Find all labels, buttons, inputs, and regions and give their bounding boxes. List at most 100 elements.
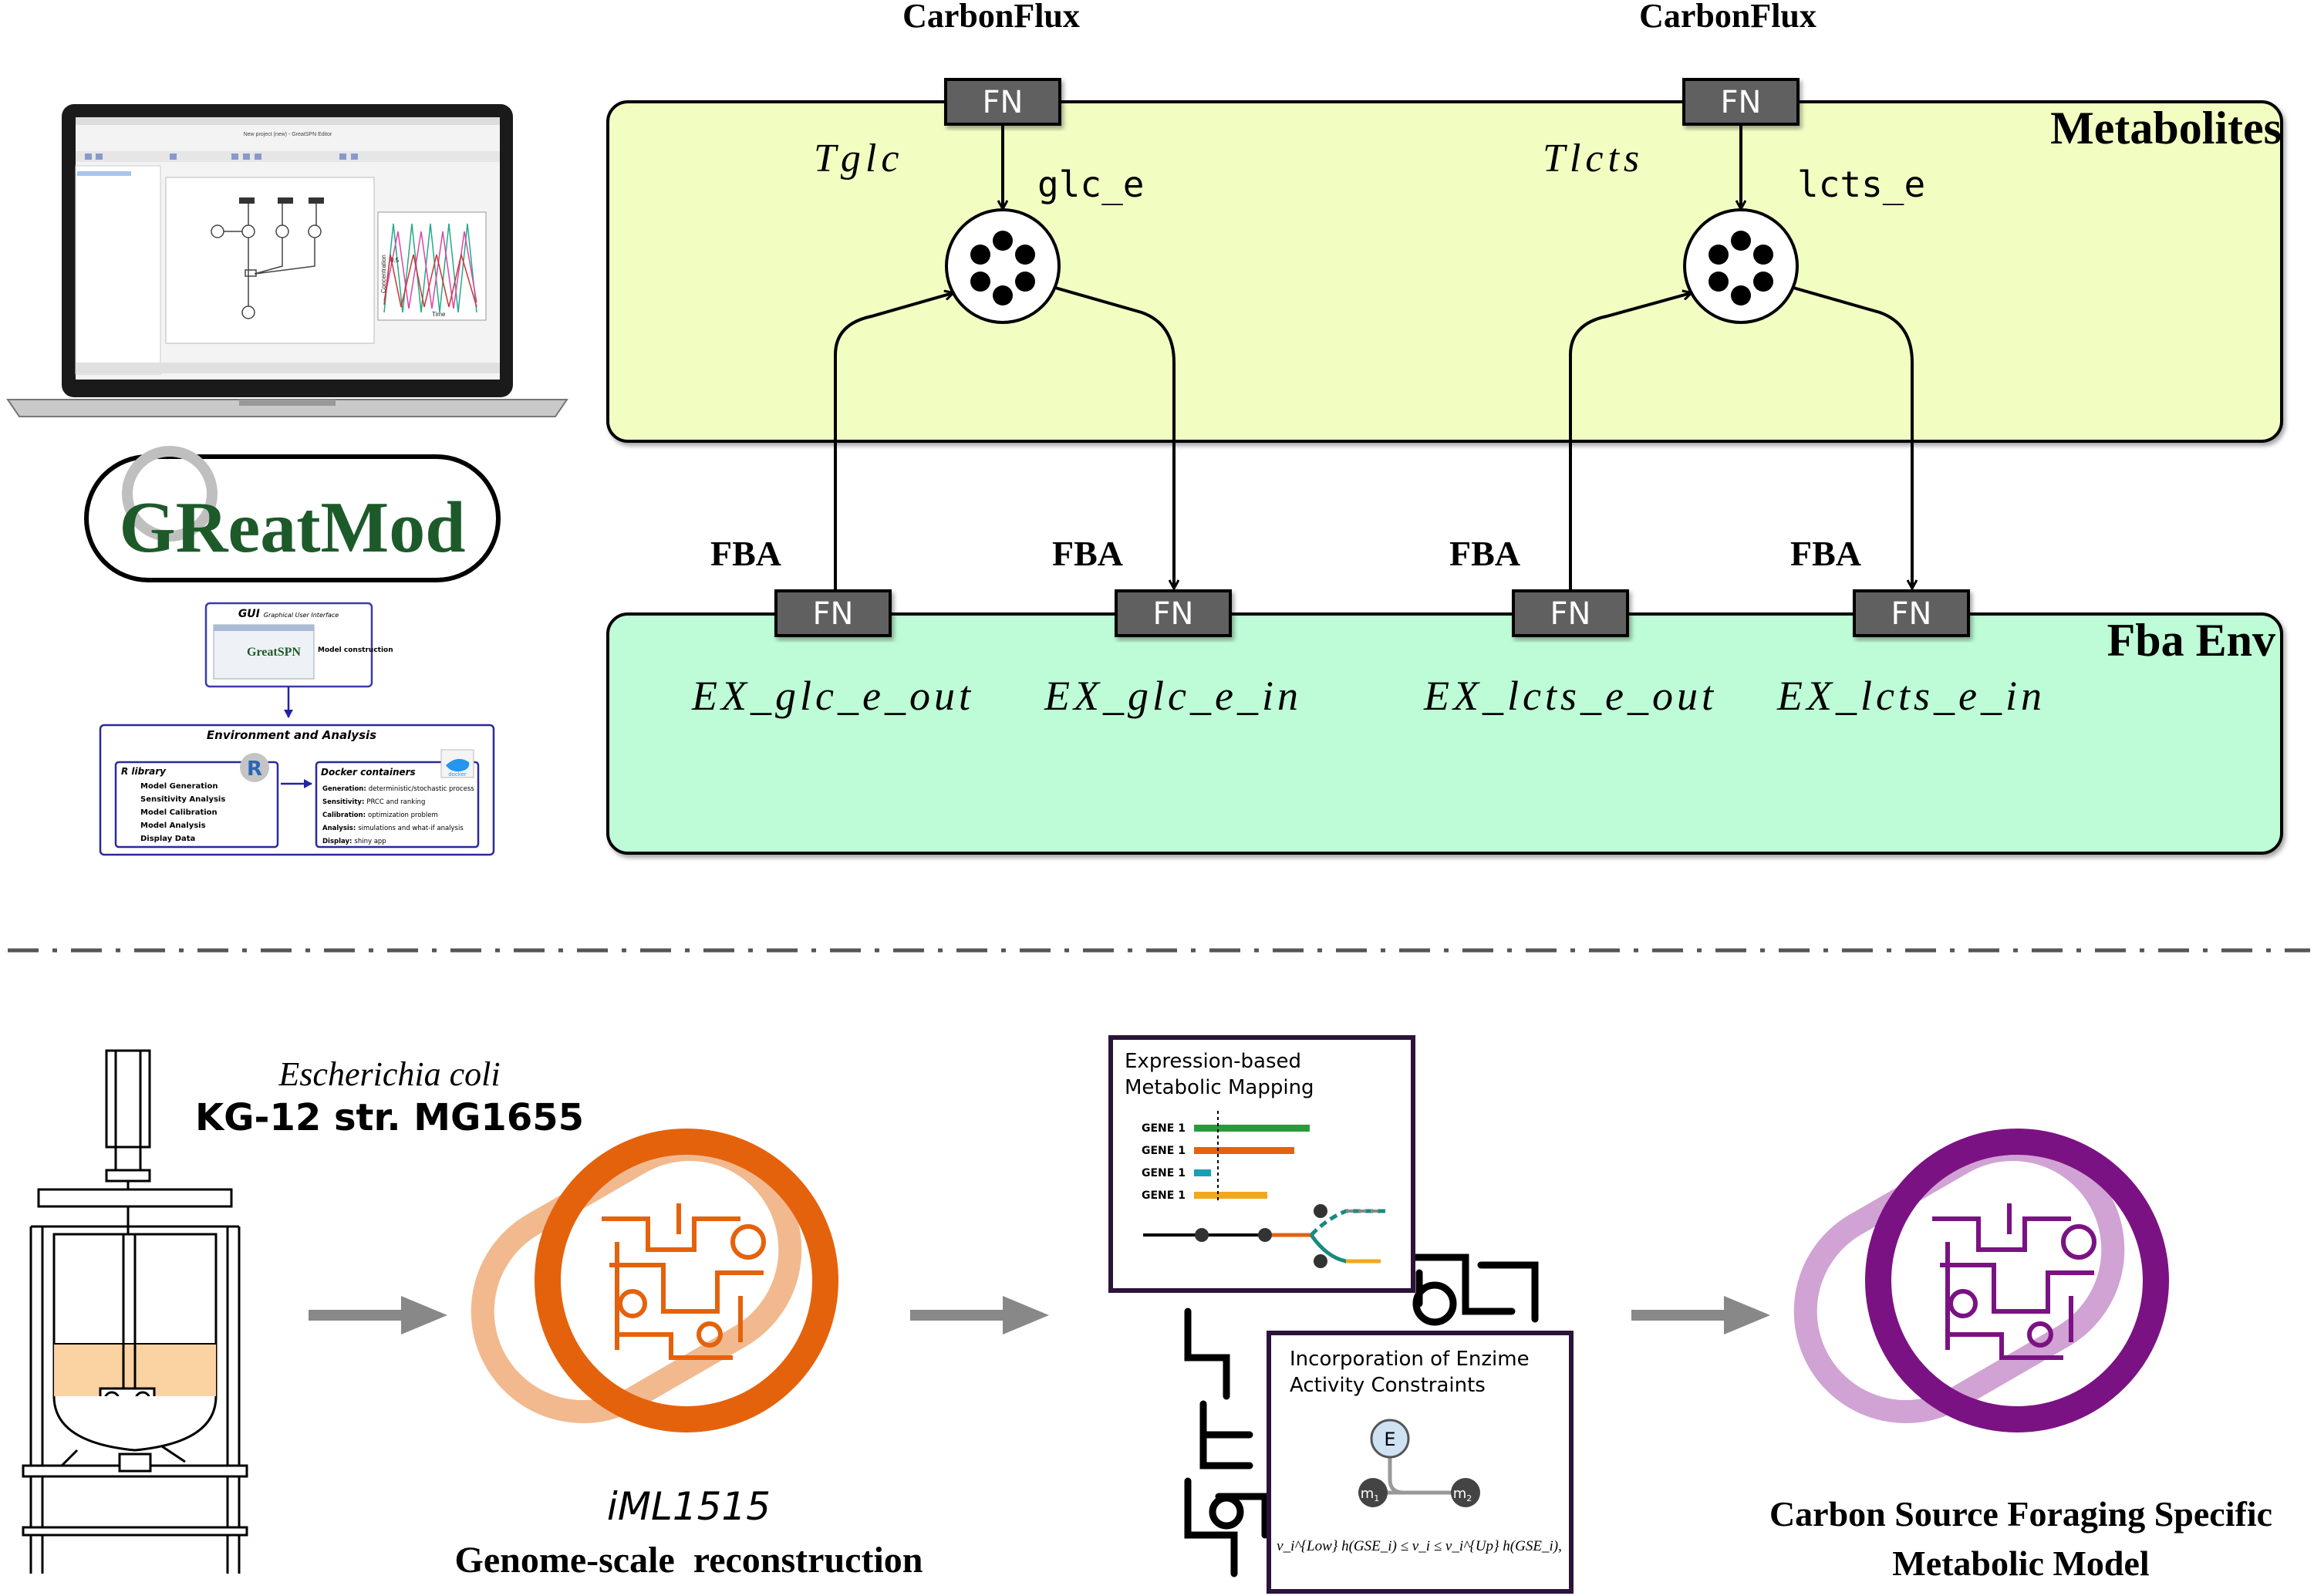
docker-item: Sensitivity: PRCC and ranking [322,798,425,806]
m1-sub: 1 [1374,1493,1379,1503]
genome-scale-caption: Genome-scale reconstruction [455,1540,923,1581]
docker-item: Display: shiny app [322,838,386,845]
enzyme-title-2: Activity Constraints [1290,1374,1486,1397]
pipeline-arrow-2 [910,1296,1049,1334]
gene-expression-bar [1194,1169,1211,1176]
docker-item: Calibration: optimization problem [322,811,438,819]
transition-label: FN [813,596,854,632]
laptop-chart-xlabel: Time [432,311,446,318]
m1-label: m [1361,1486,1375,1502]
gene-rows: GENE 1 GENE 1 GENE 1 GENE 1 [1142,1122,1310,1202]
gene-expression-bar [1194,1125,1310,1132]
docker-item: Generation: deterministic/stochastic pro… [322,785,474,793]
fba-env-label: Fba Env [2107,615,2275,666]
transition-tlcts: FN [1682,78,1800,126]
transition-label: FN [1891,596,1932,632]
transition-ex-glc-out: FN [774,589,892,637]
pathway-sketch [1143,1204,1388,1268]
enzyme-node-label: E [1384,1429,1395,1450]
ex-lcts-out-label: EX_lcts_e_out [1423,673,1717,719]
mapping-title-2: Metabolic Mapping [1125,1076,1314,1099]
enzyme-node [1370,1419,1410,1459]
lcts-e-label: lcts_e [1797,164,1925,205]
r-library-item: Model Analysis [140,822,206,830]
svg-text:m1: m1 [1361,1486,1380,1503]
fba-label-4: FBA [1790,534,1861,573]
transition-tglc: FN [944,78,1061,126]
enzyme-title-1: Incorporation of Enzime [1290,1348,1530,1371]
gene-label: GENE 1 [1142,1145,1186,1157]
environment-box: Environment and Analysis R library R Mod… [99,724,495,856]
laptop-illustration: New project (new) - GreatSPN Editor Conc… [6,104,568,417]
place-glc-e [945,208,1061,324]
laptop-window-title: New project (new) - GreatSPN Editor [244,132,332,137]
net-arcs [834,124,1912,591]
svg-text:m2: m2 [1453,1486,1472,1503]
r-library-item: Model Generation [140,782,218,791]
r-logo-icon [240,753,269,782]
gene-label: GENE 1 [1142,1167,1186,1179]
metabolite-node-m2 [1451,1478,1480,1507]
carbonflux-label-right: CarbonFlux [1639,0,1816,35]
carbonflux-label-left: CarbonFlux [902,0,1080,35]
greatmod-logo: GReatMod [84,446,501,582]
organism-name: Escherichia coli [278,1055,500,1093]
strain-name: KG-12 str. MG1655 [195,1096,584,1139]
transition-ex-lcts-out: FN [1512,589,1629,637]
docker-title: Docker containers [321,767,416,778]
enzyme-constraints-card: Incorporation of Enzime Activity Constra… [1267,1331,1574,1594]
carbon-specific-model-icon [1793,1129,2169,1432]
environment-title: Environment and Analysis [207,728,376,742]
transition-label: FN [1153,596,1194,632]
pipeline-arrow-3 [1631,1296,1770,1334]
gui-title: GUI [238,608,260,620]
model-construction-label: Model construction [318,646,393,654]
greatmod-logo-text: GReatMod [119,488,465,568]
transition-label: FN [983,85,1024,120]
glc-e-label: glc_e [1037,164,1144,205]
transition-ex-lcts-in: FN [1853,589,1970,637]
docker-item: Analysis: simulations and what-if analys… [322,825,464,832]
svg-text:GreatSPN: GreatSPN [247,646,301,659]
constraint-formula: v_i^{Low} h(GSE_i) ≤ v_i ≤ v_i^{Up} h(GS… [1277,1538,1562,1554]
ex-glc-out-label: EX_glc_e_out [691,673,974,719]
metabolic-network-background [1184,1254,1539,1577]
gene-expression-bar [1194,1147,1294,1154]
pipeline-arrows [309,1296,1770,1334]
transition-label: FN [1550,596,1591,632]
r-library-item: Model Calibration [140,808,218,817]
r-library-item: Sensitivity Analysis [140,795,225,804]
bioreactor-icon [22,1049,248,1574]
m2-label: m [1453,1486,1467,1502]
transition-ex-glc-in: FN [1115,589,1232,637]
ex-lcts-in-label: EX_lcts_e_in [1776,673,2046,719]
final-model-caption-2: Metabolic Model [1892,1544,2149,1583]
docker-logo-text: docker [448,771,467,778]
tlcts-label: Tlcts [1543,137,1644,181]
gui-subtitle: Graphical User Interface [264,612,339,619]
metabolite-node-m1 [1358,1478,1388,1507]
ex-glc-in-label: EX_glc_e_in [1044,673,1302,719]
r-library-item: Display Data [140,835,195,843]
r-library-title: R library [121,766,167,777]
gene-label: GENE 1 [1142,1189,1186,1202]
fba-label-2: FBA [1052,534,1123,573]
transition-label: FN [1721,85,1762,120]
fba-label-3: FBA [1449,534,1520,573]
docker-logo-icon: docker [440,749,474,778]
final-model-caption-1: Carbon Source Foraging Specific [1769,1494,2272,1534]
fba-env-region [606,612,2283,855]
svg-text:R: R [247,758,262,781]
metabolites-label: Metabolites [2050,103,2282,154]
svg-text:GUI Graphical User Inter: GUI Graphical User Interface [238,608,339,620]
docker-items: Generation: deterministic/stochastic pro… [322,785,474,845]
petri-net-diagram: Metabolites Fba Env CarbonFlux CarbonFlu… [606,0,2283,855]
tglc-label: Tglc [814,137,903,181]
pipeline-arrow-1 [309,1296,447,1334]
metabolites-region [606,100,2283,443]
laptop-chart-tick: 0.5 [390,257,400,264]
gene-label: GENE 1 [1142,1122,1186,1135]
place-lcts-e [1683,208,1799,324]
